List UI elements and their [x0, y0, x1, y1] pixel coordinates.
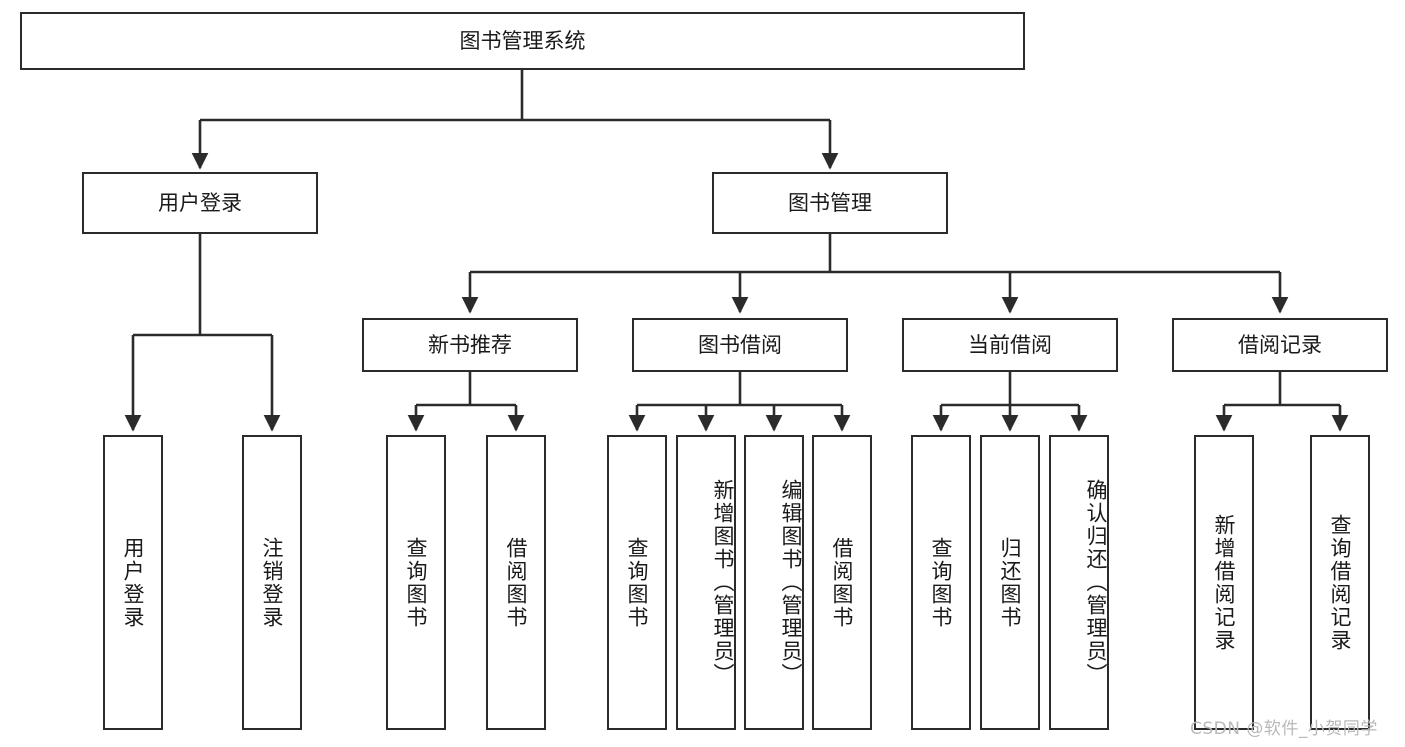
node-leaf-query-book-3[interactable]: 查询图书	[911, 435, 971, 730]
node-leaf-query-record[interactable]: 查询借阅记录	[1310, 435, 1370, 730]
node-user-login[interactable]: 用户登录	[82, 172, 318, 234]
csdn-watermark: CSDN @软件_小贺同学	[1190, 719, 1378, 739]
node-book-borrow[interactable]: 图书借阅	[632, 318, 848, 372]
node-leaf-query-book-2[interactable]: 查询图书	[607, 435, 667, 730]
node-leaf-query-book-1[interactable]: 查询图书	[386, 435, 446, 730]
node-leaf-add-record[interactable]: 新增借阅记录	[1194, 435, 1254, 730]
node-leaf-add-book[interactable]: 新增图书（管理员）	[676, 435, 736, 730]
node-leaf-borrow-book-2[interactable]: 借阅图书	[812, 435, 872, 730]
node-book-management-system[interactable]: 图书管理系统	[20, 12, 1025, 70]
node-leaf-logout-login[interactable]: 注销登录	[242, 435, 302, 730]
node-new-book-recommend[interactable]: 新书推荐	[362, 318, 578, 372]
node-leaf-edit-book[interactable]: 编辑图书（管理员）	[744, 435, 804, 730]
node-leaf-user-login[interactable]: 用户登录	[103, 435, 163, 730]
node-leaf-return-book[interactable]: 归还图书	[980, 435, 1040, 730]
node-leaf-confirm-return[interactable]: 确认归还（管理员）	[1049, 435, 1109, 730]
node-current-borrow[interactable]: 当前借阅	[902, 318, 1118, 372]
node-leaf-borrow-book-1[interactable]: 借阅图书	[486, 435, 546, 730]
node-book-management[interactable]: 图书管理	[712, 172, 948, 234]
node-borrow-record[interactable]: 借阅记录	[1172, 318, 1388, 372]
